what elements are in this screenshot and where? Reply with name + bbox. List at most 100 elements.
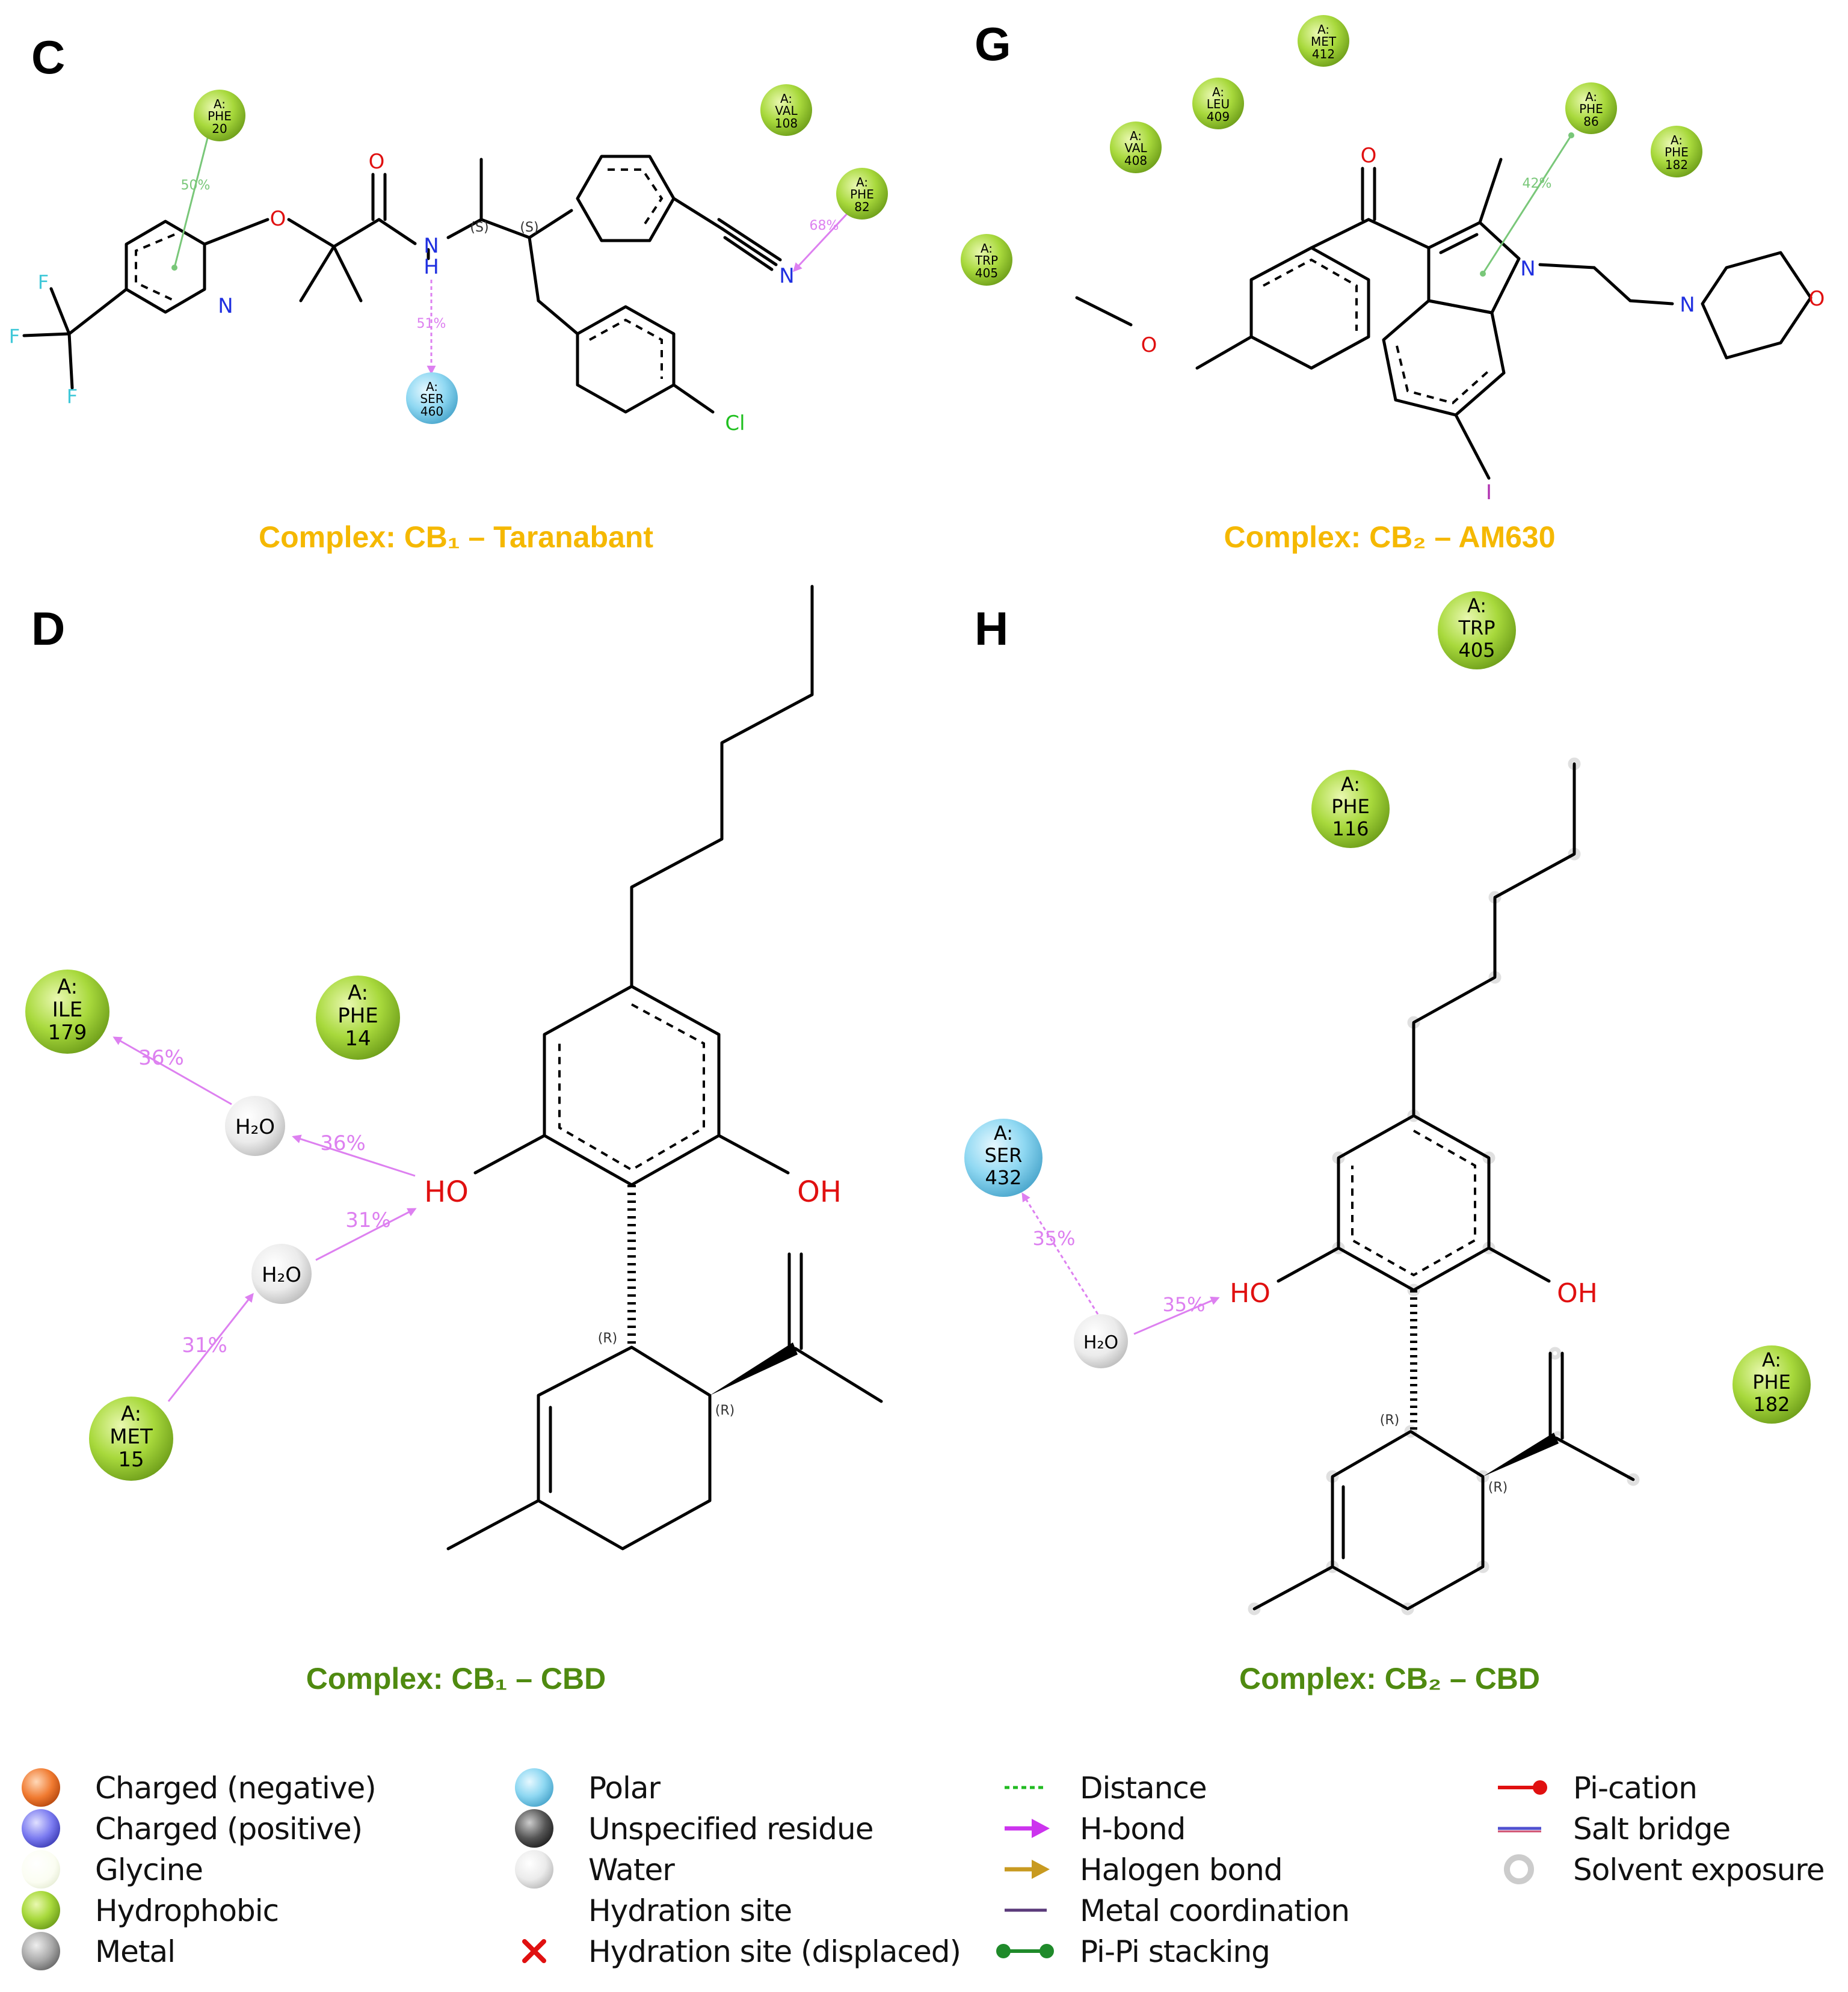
svg-text:A:: A: bbox=[57, 975, 78, 999]
svg-text:H₂O: H₂O bbox=[235, 1115, 275, 1139]
svg-text:PHE: PHE bbox=[1331, 795, 1370, 818]
legend-item-water: Water bbox=[515, 1850, 676, 1889]
residue-phe-116: A: PHE 116 bbox=[1311, 770, 1390, 848]
legend-item-metal-coordination: Metal coordination bbox=[1005, 1893, 1350, 1928]
legend-item-salt-bridge: Salt bridge bbox=[1498, 1812, 1731, 1846]
svg-text:A:: A: bbox=[426, 380, 438, 394]
water-molecule: H₂O bbox=[251, 1244, 312, 1304]
legend-item-pi-pi-stacking: Pi-Pi stacking bbox=[996, 1934, 1270, 1969]
svg-text:182: 182 bbox=[1665, 158, 1688, 172]
svg-text:A:: A: bbox=[348, 981, 368, 1005]
svg-text:PHE: PHE bbox=[1579, 102, 1603, 116]
svg-text:412: 412 bbox=[1312, 47, 1335, 61]
atom-o: O bbox=[1809, 287, 1825, 311]
svg-text:Halogen bond: Halogen bond bbox=[1080, 1852, 1283, 1887]
svg-text:405: 405 bbox=[1458, 639, 1495, 662]
svg-text:432: 432 bbox=[985, 1166, 1021, 1189]
svg-text:Unspecified residue: Unspecified residue bbox=[588, 1812, 873, 1846]
svg-text:408: 408 bbox=[1124, 153, 1147, 168]
atom-n: N bbox=[424, 234, 439, 258]
panel-d: D HO OH (R) (R) bbox=[25, 585, 883, 1695]
svg-text:MET: MET bbox=[109, 1425, 153, 1449]
panel-h: H HO bbox=[964, 591, 1811, 1695]
atom-n: N bbox=[1520, 257, 1535, 281]
panel-g: G O O bbox=[961, 15, 1825, 554]
water-molecule: H₂O bbox=[1074, 1314, 1128, 1368]
panel-title-c: Complex: CB₁ – Taranabant bbox=[259, 520, 653, 554]
panel-letter-c: C bbox=[31, 31, 65, 84]
am630-structure bbox=[1075, 158, 1813, 480]
residue-val-108: A: VAL 108 bbox=[760, 84, 812, 136]
residue-met-412: A: MET 412 bbox=[1298, 15, 1349, 67]
legend-item-charged-negative: Charged (negative) bbox=[22, 1768, 377, 1807]
panel-letter-d: D bbox=[31, 602, 65, 655]
legend-item-solvent-exposure: Solvent exposure bbox=[1504, 1852, 1825, 1887]
residue-phe-14: A: PHE 14 bbox=[316, 976, 400, 1060]
svg-text:A:: A: bbox=[994, 1122, 1013, 1145]
interaction-percent: 51% bbox=[417, 316, 446, 331]
svg-text:PHE: PHE bbox=[1752, 1371, 1791, 1394]
cbd-cb2-atom-labels: HO OH (R) (R) bbox=[1230, 1278, 1598, 1495]
svg-text:86: 86 bbox=[1583, 114, 1598, 129]
svg-text:116: 116 bbox=[1332, 817, 1369, 840]
stereo-label: (R) bbox=[715, 1403, 735, 1418]
residue-ile-179: A: ILE 179 bbox=[25, 970, 109, 1054]
svg-text:179: 179 bbox=[48, 1021, 87, 1045]
atom-ho: HO bbox=[1230, 1278, 1270, 1309]
svg-text:A:: A: bbox=[856, 175, 868, 189]
interaction-lines: 36% 36% 31% 31% bbox=[112, 1036, 417, 1402]
residue-val-408: A: VAL 408 bbox=[1110, 121, 1162, 173]
interaction-percent: 50% bbox=[181, 178, 211, 193]
svg-text:A:: A: bbox=[1212, 85, 1224, 99]
svg-text:Charged (negative): Charged (negative) bbox=[95, 1771, 376, 1806]
svg-text:A:: A: bbox=[981, 241, 993, 256]
svg-text:Pi-Pi stacking: Pi-Pi stacking bbox=[1080, 1934, 1270, 1969]
interaction-percent: 36% bbox=[138, 1046, 184, 1070]
atom-i: I bbox=[1486, 481, 1492, 505]
legend-item-hydrophobic: Hydrophobic bbox=[22, 1891, 279, 1929]
residue-phe-20: A: PHE 20 bbox=[194, 90, 245, 141]
svg-text:405: 405 bbox=[975, 266, 998, 280]
residue-leu-409: A: LEU 409 bbox=[1192, 78, 1244, 129]
residue-trp-405: A: TRP 405 bbox=[961, 234, 1012, 286]
atom-n: N bbox=[218, 294, 233, 318]
legend-item-charged-positive: Charged (positive) bbox=[22, 1809, 363, 1848]
svg-text:460: 460 bbox=[420, 404, 443, 419]
svg-text:VAL: VAL bbox=[1124, 141, 1147, 155]
cbd-structure-cb1 bbox=[446, 585, 883, 1551]
interaction-lines: 42% bbox=[1480, 132, 1574, 277]
atom-o: O bbox=[270, 207, 286, 231]
svg-text:Salt bridge: Salt bridge bbox=[1573, 1812, 1730, 1846]
svg-text:A:: A: bbox=[1585, 90, 1597, 104]
svg-text:A:: A: bbox=[1762, 1348, 1781, 1371]
atom-cl: Cl bbox=[725, 411, 745, 435]
svg-text:A:: A: bbox=[1341, 773, 1360, 796]
svg-text:A:: A: bbox=[1671, 133, 1683, 147]
legend-item-hydration-site-displaced: Hydration site (displaced) bbox=[522, 1934, 961, 1969]
panel-title-h: Complex: CB₂ – CBD bbox=[1239, 1662, 1540, 1695]
taranabant-structure bbox=[22, 155, 782, 414]
residue-phe-182: A: PHE 182 bbox=[1651, 126, 1702, 177]
residue-phe-182: A: PHE 182 bbox=[1732, 1345, 1811, 1424]
svg-text:20: 20 bbox=[212, 121, 227, 136]
residue-met-15: A: MET 15 bbox=[89, 1397, 173, 1481]
legend-item-unspecified-residue: Unspecified residue bbox=[515, 1809, 873, 1848]
water-molecule: H₂O bbox=[225, 1096, 285, 1156]
cross-icon bbox=[522, 1939, 546, 1963]
svg-text:Pi-cation: Pi-cation bbox=[1573, 1771, 1697, 1806]
svg-text:H₂O: H₂O bbox=[262, 1263, 301, 1287]
atom-oh: OH bbox=[797, 1175, 842, 1209]
svg-text:ILE: ILE bbox=[52, 998, 82, 1022]
residue-phe-82: A: PHE 82 bbox=[836, 168, 888, 220]
legend-item-glycine: Glycine bbox=[22, 1850, 203, 1889]
atom-f: F bbox=[9, 325, 20, 348]
interaction-percent: 31% bbox=[345, 1208, 391, 1232]
svg-text:Hydrophobic: Hydrophobic bbox=[95, 1893, 279, 1928]
svg-text:A:: A: bbox=[1317, 22, 1329, 37]
residue-trp-405: A: TRP 405 bbox=[1438, 591, 1516, 669]
stereo-label: (S) bbox=[470, 220, 488, 235]
atom-n: N bbox=[1680, 293, 1695, 317]
svg-text:A:: A: bbox=[1130, 129, 1142, 143]
legend-item-pi-cation: Pi-cation bbox=[1498, 1771, 1698, 1806]
svg-text:SER: SER bbox=[985, 1144, 1023, 1167]
